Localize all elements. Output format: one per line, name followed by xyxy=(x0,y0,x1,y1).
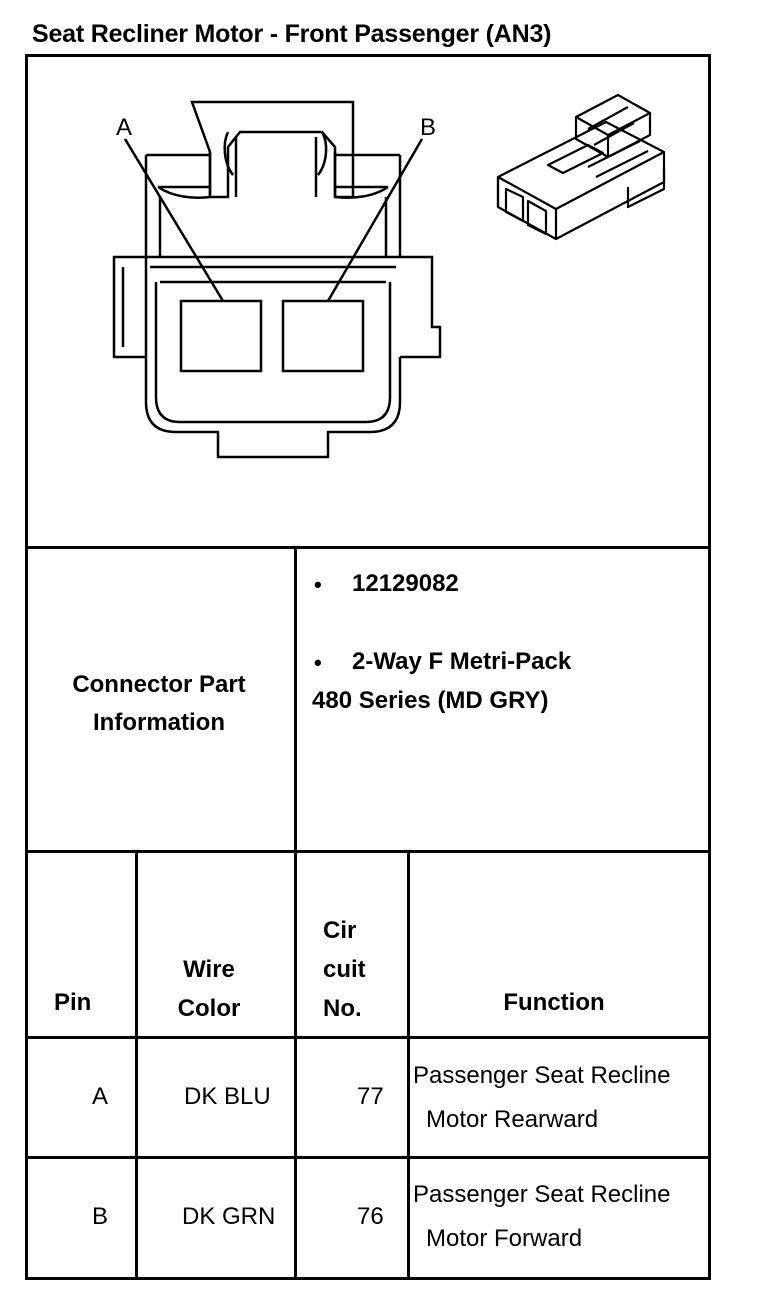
divider-col-pin xyxy=(135,850,138,1280)
header-circuit-line2: cuit xyxy=(323,956,366,983)
connector-diagram: A B xyxy=(112,93,666,459)
row-a-function-line1: Passenger Seat Recline xyxy=(413,1062,671,1089)
divider-col-circuit xyxy=(407,850,410,1280)
connector-description-line2: 480 Series (MD GRY) xyxy=(312,687,549,714)
row-a-pin: A xyxy=(92,1083,109,1110)
row-a-wire-color: DK BLU xyxy=(184,1083,271,1110)
header-circuit-line3: No. xyxy=(323,995,362,1022)
row-b-function-line1: Passenger Seat Recline xyxy=(413,1181,671,1208)
header-wire-color: Wire Color xyxy=(138,950,280,1028)
header-pin: Pin xyxy=(54,989,92,1016)
row-b-pin: B xyxy=(92,1203,109,1230)
pin-b-label: B xyxy=(420,114,436,141)
bullet-description: • xyxy=(314,650,322,675)
row-b-function-line2: Motor Forward xyxy=(426,1225,583,1252)
connector-table-frame xyxy=(25,54,711,1280)
connector-face-drawing xyxy=(112,100,442,459)
divider-info-table xyxy=(25,850,711,853)
row-a-function-line2: Motor Rearward xyxy=(426,1106,599,1133)
bullet-part-number: • xyxy=(314,572,322,597)
divider-col-wire xyxy=(294,850,297,1280)
divider-info-columns xyxy=(294,546,297,853)
row-a-circuit: 77 xyxy=(357,1083,384,1110)
connector-info-label: Connector Part Information xyxy=(30,666,288,742)
row-b-wire-color: DK GRN xyxy=(182,1203,276,1230)
connector-isometric-drawing xyxy=(496,93,666,241)
part-number: 12129082 xyxy=(352,570,459,597)
divider-header-rows xyxy=(25,1036,711,1039)
row-b-circuit: 76 xyxy=(357,1203,384,1230)
header-function: Function xyxy=(503,989,605,1016)
divider-diagram-info xyxy=(25,546,711,549)
header-circuit: Cir cuit No. xyxy=(323,911,366,1028)
connector-info-label-line2: Information xyxy=(93,709,225,736)
page-title: Seat Recliner Motor - Front Passenger (A… xyxy=(32,20,552,48)
header-circuit-line1: Cir xyxy=(323,917,357,944)
connector-description-line1: 2-Way F Metri-Pack xyxy=(352,648,572,675)
header-wire-color-line1: Wire xyxy=(183,956,235,983)
connector-info-label-line1: Connector Part xyxy=(72,671,246,698)
divider-row-a-b xyxy=(25,1156,711,1159)
header-wire-color-line2: Color xyxy=(177,995,241,1022)
pin-a-label: A xyxy=(116,114,132,141)
